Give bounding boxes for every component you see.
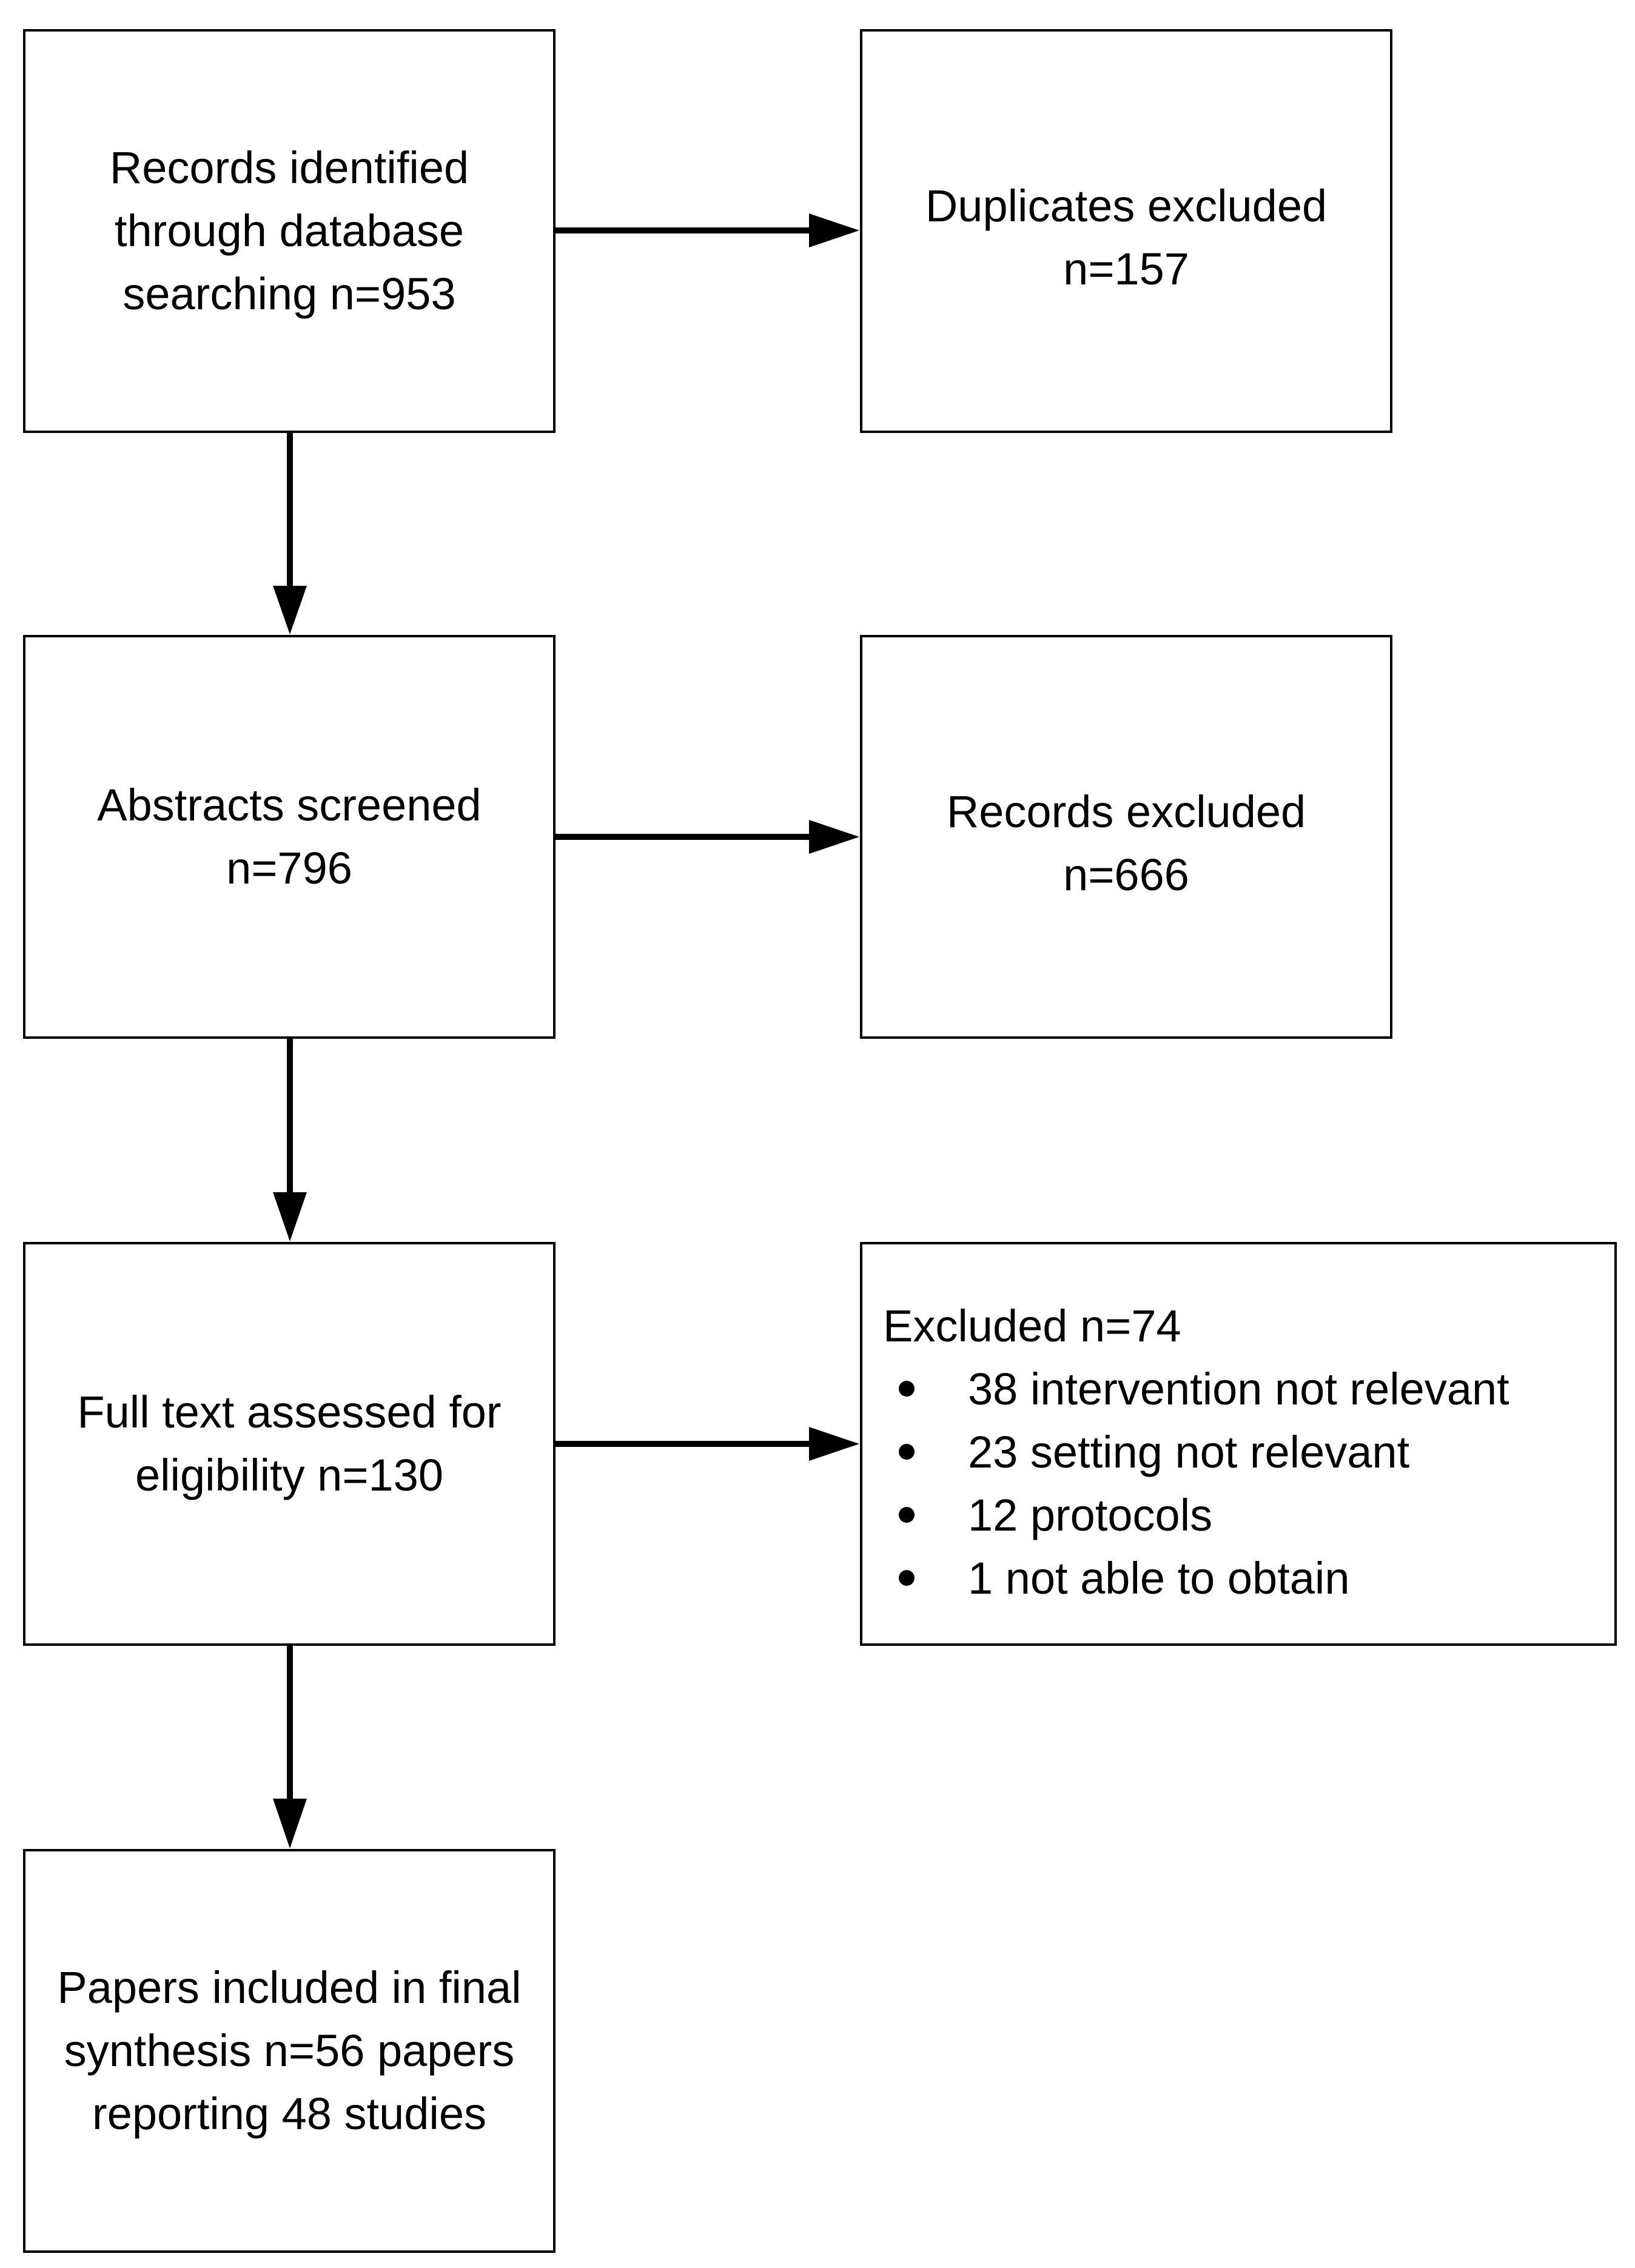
records-excluded-box: Records excluded n=666 xyxy=(860,635,1392,1039)
excluded-reason-text: 1 not able to obtain xyxy=(968,1553,1350,1603)
papers-included-box: Papers included in final synthesis n=56 … xyxy=(23,1849,556,2253)
arrow-identified-to-abstracts xyxy=(273,433,307,634)
bullet-icon xyxy=(899,1507,915,1523)
bullet-icon xyxy=(899,1570,915,1586)
excluded-reason-item: 12 protocols xyxy=(883,1484,1596,1547)
duplicates-excluded-box: Duplicates excluded n=157 xyxy=(860,29,1392,433)
excluded-reason-text: 23 setting not relevant xyxy=(968,1427,1410,1477)
records-excluded-text: Records excluded n=666 xyxy=(946,787,1306,900)
arrow-abstracts-to-records-excluded xyxy=(556,820,859,854)
excluded-reasons-box: Excluded n=74 38 intervention not releva… xyxy=(860,1242,1617,1646)
duplicates-excluded-text: Duplicates excluded n=157 xyxy=(925,181,1328,294)
full-text-assessed-box: Full text assessed for eligibility n=130 xyxy=(23,1242,556,1646)
full-text-assessed-text: Full text assessed for eligibility n=130 xyxy=(77,1387,502,1500)
excluded-reason-item: 23 setting not relevant xyxy=(883,1421,1596,1484)
records-identified-text: Records identified through database sear… xyxy=(109,143,469,319)
arrow-fulltext-to-included xyxy=(273,1646,307,1848)
excluded-heading: Excluded n=74 xyxy=(883,1301,1181,1351)
excluded-reason-text: 12 protocols xyxy=(968,1490,1213,1540)
excluded-reason-item: 38 intervention not relevant xyxy=(883,1358,1596,1421)
records-identified-box: Records identified through database sear… xyxy=(23,29,556,433)
arrow-identified-to-duplicates xyxy=(556,213,859,247)
arrow-abstracts-to-fulltext xyxy=(273,1039,307,1241)
excluded-reasons-list: 38 intervention not relevant 23 setting … xyxy=(883,1358,1596,1610)
abstracts-screened-text: Abstracts screened n=796 xyxy=(97,780,482,893)
papers-included-text: Papers included in final synthesis n=56 … xyxy=(57,1962,522,2139)
abstracts-screened-box: Abstracts screened n=796 xyxy=(23,635,556,1039)
arrow-fulltext-to-excluded xyxy=(556,1427,859,1461)
bullet-icon xyxy=(899,1444,915,1460)
bullet-icon xyxy=(899,1381,915,1397)
excluded-reason-text: 38 intervention not relevant xyxy=(968,1364,1509,1414)
excluded-reason-item: 1 not able to obtain xyxy=(883,1547,1596,1610)
